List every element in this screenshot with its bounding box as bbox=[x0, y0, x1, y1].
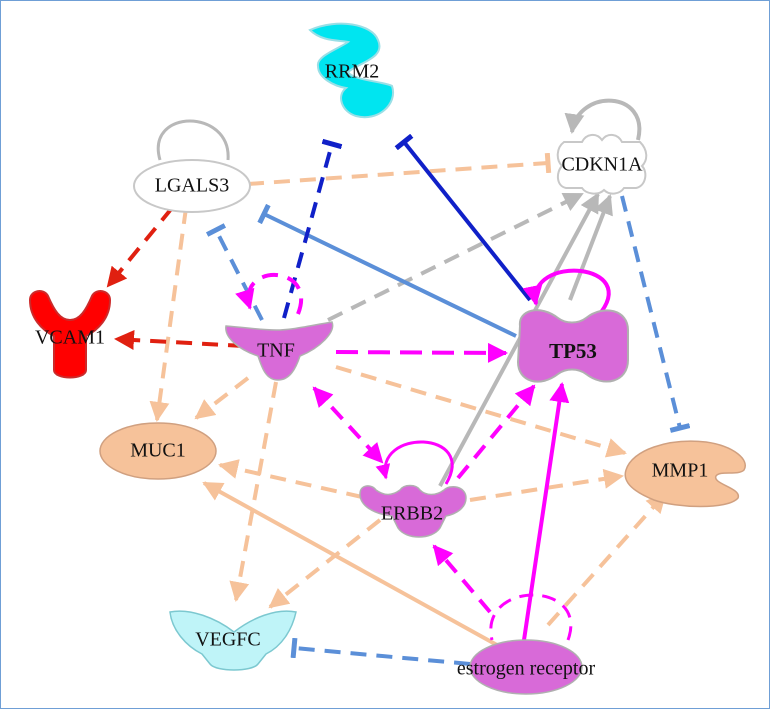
edge-tnf-cdkn1a bbox=[327, 192, 584, 322]
node-mmp1-shape bbox=[624, 440, 746, 508]
edge-tp53-cdkn1a bbox=[568, 194, 613, 301]
selfloop-lgals3 bbox=[156, 119, 230, 161]
edge-tnf-rrm2 bbox=[282, 138, 343, 319]
edge-erbb2-muc1 bbox=[218, 459, 363, 499]
edge-er-muc1 bbox=[202, 481, 507, 652]
node-lgals3-label: LGALS3 bbox=[155, 175, 229, 197]
node-tp53-label: TP53 bbox=[549, 339, 597, 363]
node-tnf-shape bbox=[225, 321, 334, 381]
node-vegfc[interactable]: VEGFC bbox=[169, 610, 297, 671]
node-erbb2-shape bbox=[359, 484, 467, 538]
edge-er-tp53 bbox=[522, 382, 570, 641]
selfloop-er bbox=[489, 593, 573, 641]
edge-er-vegfc bbox=[290, 637, 471, 666]
edge-tnf-vegfc bbox=[229, 381, 278, 602]
edge-er-mmp1 bbox=[546, 492, 667, 627]
node-lgals3-shape bbox=[133, 159, 251, 213]
node-mmp1[interactable]: MMP1 bbox=[624, 440, 746, 508]
edge-tnf-vcam1 bbox=[114, 329, 245, 350]
edge-cdkn1a-mmp1 bbox=[620, 195, 691, 433]
node-mmp1-label: MMP1 bbox=[652, 460, 709, 482]
edge-erbb2-vegfc bbox=[268, 518, 382, 609]
node-estrogen-receptor[interactable]: estrogen receptor bbox=[457, 639, 596, 695]
edges bbox=[106, 98, 691, 666]
node-erbb2[interactable]: ERBB2 bbox=[359, 484, 467, 538]
node-vegfc-shape bbox=[169, 610, 297, 671]
node-erbb2-label: ERBB2 bbox=[381, 503, 443, 525]
edge-tnf-lgals3 bbox=[205, 223, 264, 321]
node-muc1-shape bbox=[99, 422, 217, 480]
node-vcam1-shape bbox=[28, 290, 112, 379]
node-cdkn1a-shape bbox=[556, 134, 648, 195]
selfloop-tnf bbox=[235, 273, 303, 315]
edge-lgals3-muc1 bbox=[149, 207, 188, 422]
node-cdkn1a-label: CDKN1A bbox=[561, 154, 643, 176]
node-tnf-label: TNF bbox=[257, 340, 295, 362]
node-cdkn1a[interactable]: CDKN1A bbox=[556, 134, 648, 195]
node-estrogen-receptor-label: estrogen receptor bbox=[457, 658, 596, 680]
node-tp53[interactable]: TP53 bbox=[516, 309, 629, 383]
selfloop-tp53 bbox=[522, 268, 611, 318]
edge-erbb2-tp53 bbox=[456, 384, 536, 480]
edge-lgals3-vcam1 bbox=[106, 206, 174, 288]
node-vcam1-label: VCAM1 bbox=[35, 327, 105, 349]
node-tnf[interactable]: TNF bbox=[225, 321, 334, 381]
edge-er-erbb2 bbox=[432, 544, 492, 614]
selfloop-cdkn1a bbox=[564, 98, 642, 141]
edge-tnf-erbb2 bbox=[312, 386, 384, 464]
node-rrm2-shape bbox=[308, 22, 395, 119]
selfloop-erbb2 bbox=[375, 440, 454, 485]
edge-tnf-muc1 bbox=[194, 376, 250, 420]
node-vegfc-label: VEGFC bbox=[195, 629, 261, 651]
node-rrm2-label: RRM2 bbox=[325, 61, 379, 83]
edge-tp53-rrm2 bbox=[394, 133, 532, 302]
edge-tnf-tp53 bbox=[335, 342, 508, 363]
node-tp53-shape bbox=[516, 309, 629, 383]
edge-lgals3-cdkn1a bbox=[247, 152, 552, 186]
node-lgals3[interactable]: LGALS3 bbox=[133, 159, 251, 213]
node-vcam1[interactable]: VCAM1 bbox=[28, 290, 112, 379]
node-rrm2[interactable]: RRM2 bbox=[308, 22, 395, 119]
node-estrogen-receptor-shape bbox=[469, 639, 583, 695]
node-muc1[interactable]: MUC1 bbox=[99, 422, 217, 480]
node-muc1-label: MUC1 bbox=[130, 440, 186, 462]
